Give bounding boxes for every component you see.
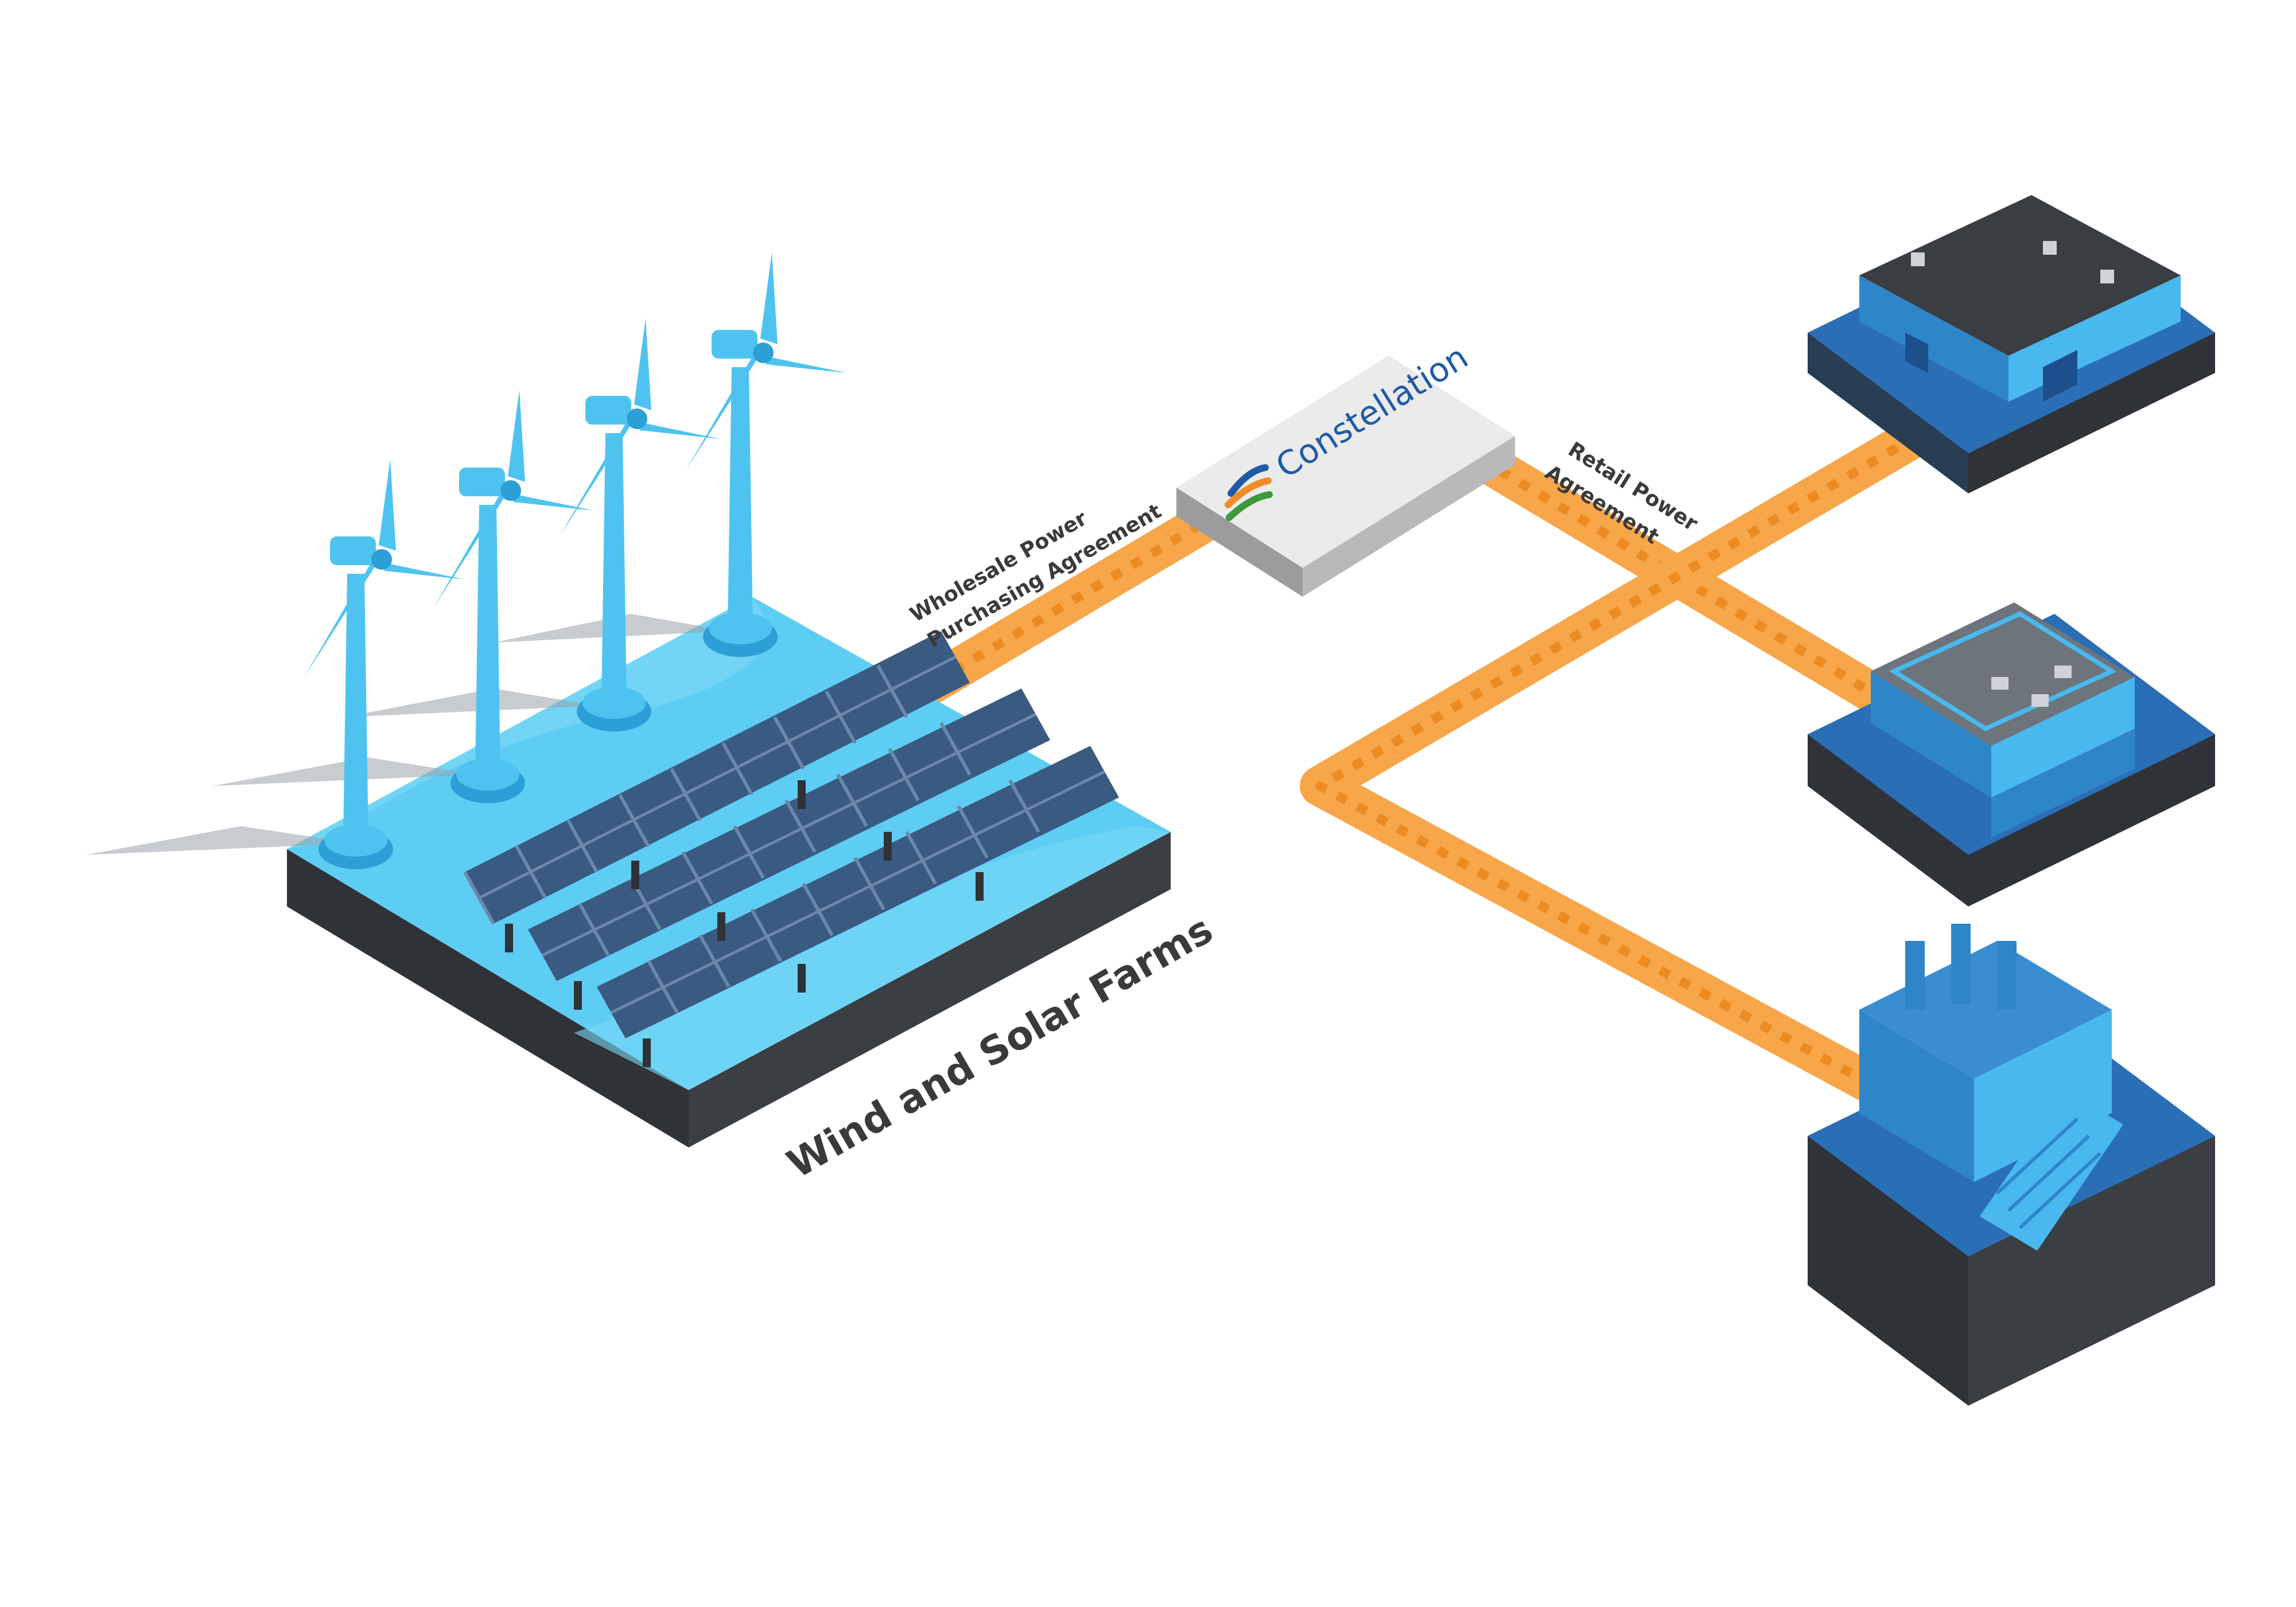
wind-turbine-icon [433, 390, 594, 803]
farm-base-right [689, 832, 1171, 1147]
wind-turbine-icon [686, 252, 846, 657]
office-building-top [1808, 195, 2215, 493]
factory-icon [1859, 924, 2123, 1251]
wind-solar-farm [86, 252, 1171, 1147]
office-building-icon [1859, 195, 2181, 402]
office-building-icon [1871, 602, 2135, 838]
factory-building [1808, 924, 2215, 1406]
solar-panel-icon [463, 631, 1119, 1067]
farm-base-left [287, 849, 689, 1147]
constellation-logo-icon [1225, 464, 1273, 521]
wind-turbine-icon [560, 318, 720, 731]
wind-turbine-icon [304, 459, 465, 869]
office-building-middle [1808, 602, 2215, 906]
constellation-box: Constellation [1176, 337, 1515, 597]
